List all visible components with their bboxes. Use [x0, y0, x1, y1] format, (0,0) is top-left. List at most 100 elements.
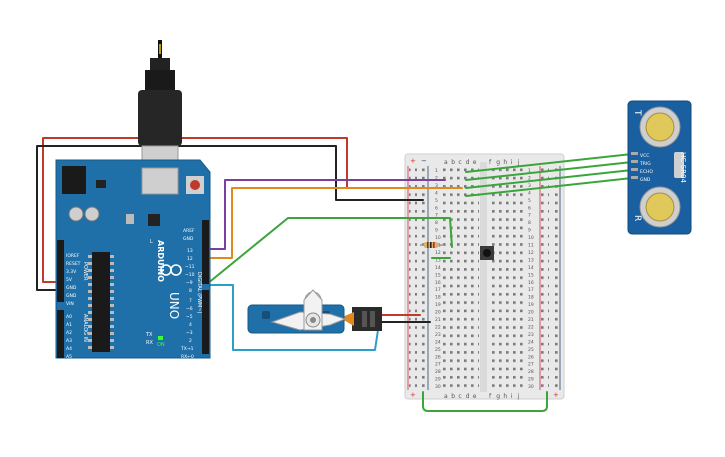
row-label-left-1: 1: [435, 168, 438, 174]
row-label-right-10: 10: [528, 235, 534, 241]
row-label-right-17: 17: [528, 287, 534, 293]
row-label-right-2: 2: [528, 175, 531, 181]
analog-header: [57, 310, 64, 358]
pin-13: 13: [187, 248, 193, 254]
pin-10: ~10: [185, 272, 195, 278]
pin-8: 8: [189, 288, 192, 294]
arduino-logo-icon: [160, 264, 182, 276]
row-label-right-13: 13: [528, 257, 534, 263]
analog-label: ANALOG IN: [82, 314, 88, 342]
pushbutton-cap[interactable]: [483, 249, 491, 257]
chip-pin: [110, 255, 114, 258]
chip-pin: [88, 346, 92, 349]
row-label-right-23: 23: [528, 332, 534, 338]
chip-pins: [88, 255, 114, 349]
row-label-left-15: 15: [435, 272, 441, 278]
pin-5v: 5V: [66, 277, 73, 283]
row-labels: 1122334455667788991010111112121313141415…: [435, 168, 534, 390]
column-label-d: d: [466, 159, 470, 166]
pin-reset: RESET: [66, 261, 81, 267]
pin-a3: A3: [66, 338, 72, 344]
column-label-b: b: [451, 159, 455, 166]
center-channel: [480, 162, 487, 392]
wire-button-green: [206, 217, 453, 285]
sensor-echo-label: ECHO: [640, 169, 653, 175]
pin-a4: A4: [66, 346, 72, 352]
chip-pin: [110, 318, 114, 321]
row-label-left-23: 23: [435, 332, 441, 338]
pin-6: ~6: [186, 306, 193, 312]
wire-sensor-echo: [465, 169, 633, 189]
chip-pin: [88, 297, 92, 300]
rail-plus-label: +: [410, 157, 416, 165]
chip-pin: [110, 346, 114, 349]
chip-pin: [88, 311, 92, 314]
terminal-strip-left: [443, 166, 479, 392]
column-label-bottom-e: e: [473, 393, 477, 400]
row-label-left-3: 3: [435, 183, 438, 189]
digital-header-high: [202, 220, 209, 284]
sensor-gnd-label: GND: [640, 177, 651, 183]
row-label-right-12: 12: [528, 250, 534, 256]
wire-servo-teal: [206, 284, 379, 351]
row-label-left-27: 27: [435, 362, 441, 368]
column-label-e: e: [473, 159, 477, 166]
pin-ioref: IOREF: [66, 253, 80, 259]
servo-motor: [247, 289, 382, 334]
row-label-right-8: 8: [528, 220, 531, 226]
row-label-right-25: 25: [528, 347, 534, 353]
pin-a1: A1: [66, 322, 72, 328]
capacitor-2: [84, 206, 100, 222]
chip-pin: [88, 318, 92, 321]
sensor-vcc-label: VCC: [640, 153, 649, 159]
chip-pin: [88, 339, 92, 342]
led-tx-label: TX: [145, 332, 153, 338]
chip-pin: [88, 304, 92, 307]
row-label-right-24: 24: [528, 339, 534, 345]
column-label-bottom-j: j: [517, 393, 520, 400]
row-label-right-27: 27: [528, 362, 534, 368]
resistor: [420, 242, 444, 248]
wire-pin12-orange: [206, 187, 463, 259]
right-minus-rail: [551, 164, 559, 390]
row-label-right-19: 19: [528, 302, 534, 308]
sensor-trig-label: TRIG: [639, 161, 651, 167]
column-label-f: f: [489, 159, 492, 166]
pin-2: 2: [189, 338, 192, 344]
column-label-bottom-i: i: [511, 393, 513, 400]
row-label-right-15: 15: [528, 272, 534, 278]
led-rx-label: RX: [146, 340, 153, 346]
pin-rx: RX←0: [181, 354, 194, 360]
on-label: ON: [157, 342, 165, 348]
pin-gnd2: GND: [66, 293, 77, 299]
row-label-right-1: 1: [528, 168, 531, 174]
row-label-left-25: 25: [435, 347, 441, 353]
chip-pin: [88, 262, 92, 265]
row-label-right-29: 29: [528, 377, 534, 383]
row-label-right-14: 14: [528, 265, 534, 271]
chip-pin: [88, 283, 92, 286]
power-label: POWER: [82, 262, 88, 281]
wire-rail-jumper-green: [422, 391, 548, 412]
rail-minus-label: −: [421, 157, 427, 165]
chip-pin: [110, 311, 114, 314]
pin-4: 4: [189, 322, 192, 328]
terminal-strip-right: [488, 166, 524, 392]
pushbutton[interactable]: [480, 246, 494, 260]
row-label-right-11: 11: [528, 243, 534, 249]
row-label-right-28: 28: [528, 369, 534, 375]
row-label-left-22: 22: [435, 324, 441, 330]
pin-9: ~9: [186, 280, 193, 286]
row-label-right-18: 18: [528, 295, 534, 301]
row-label-left-16: 16: [435, 280, 441, 286]
reset-button[interactable]: [190, 180, 200, 190]
row-label-left-30: 30: [435, 384, 441, 390]
column-label-bottom-b: b: [451, 393, 455, 400]
row-label-right-5: 5: [528, 198, 531, 204]
row-label-left-13: 13: [435, 257, 441, 263]
row-label-left-7: 7: [435, 213, 438, 219]
